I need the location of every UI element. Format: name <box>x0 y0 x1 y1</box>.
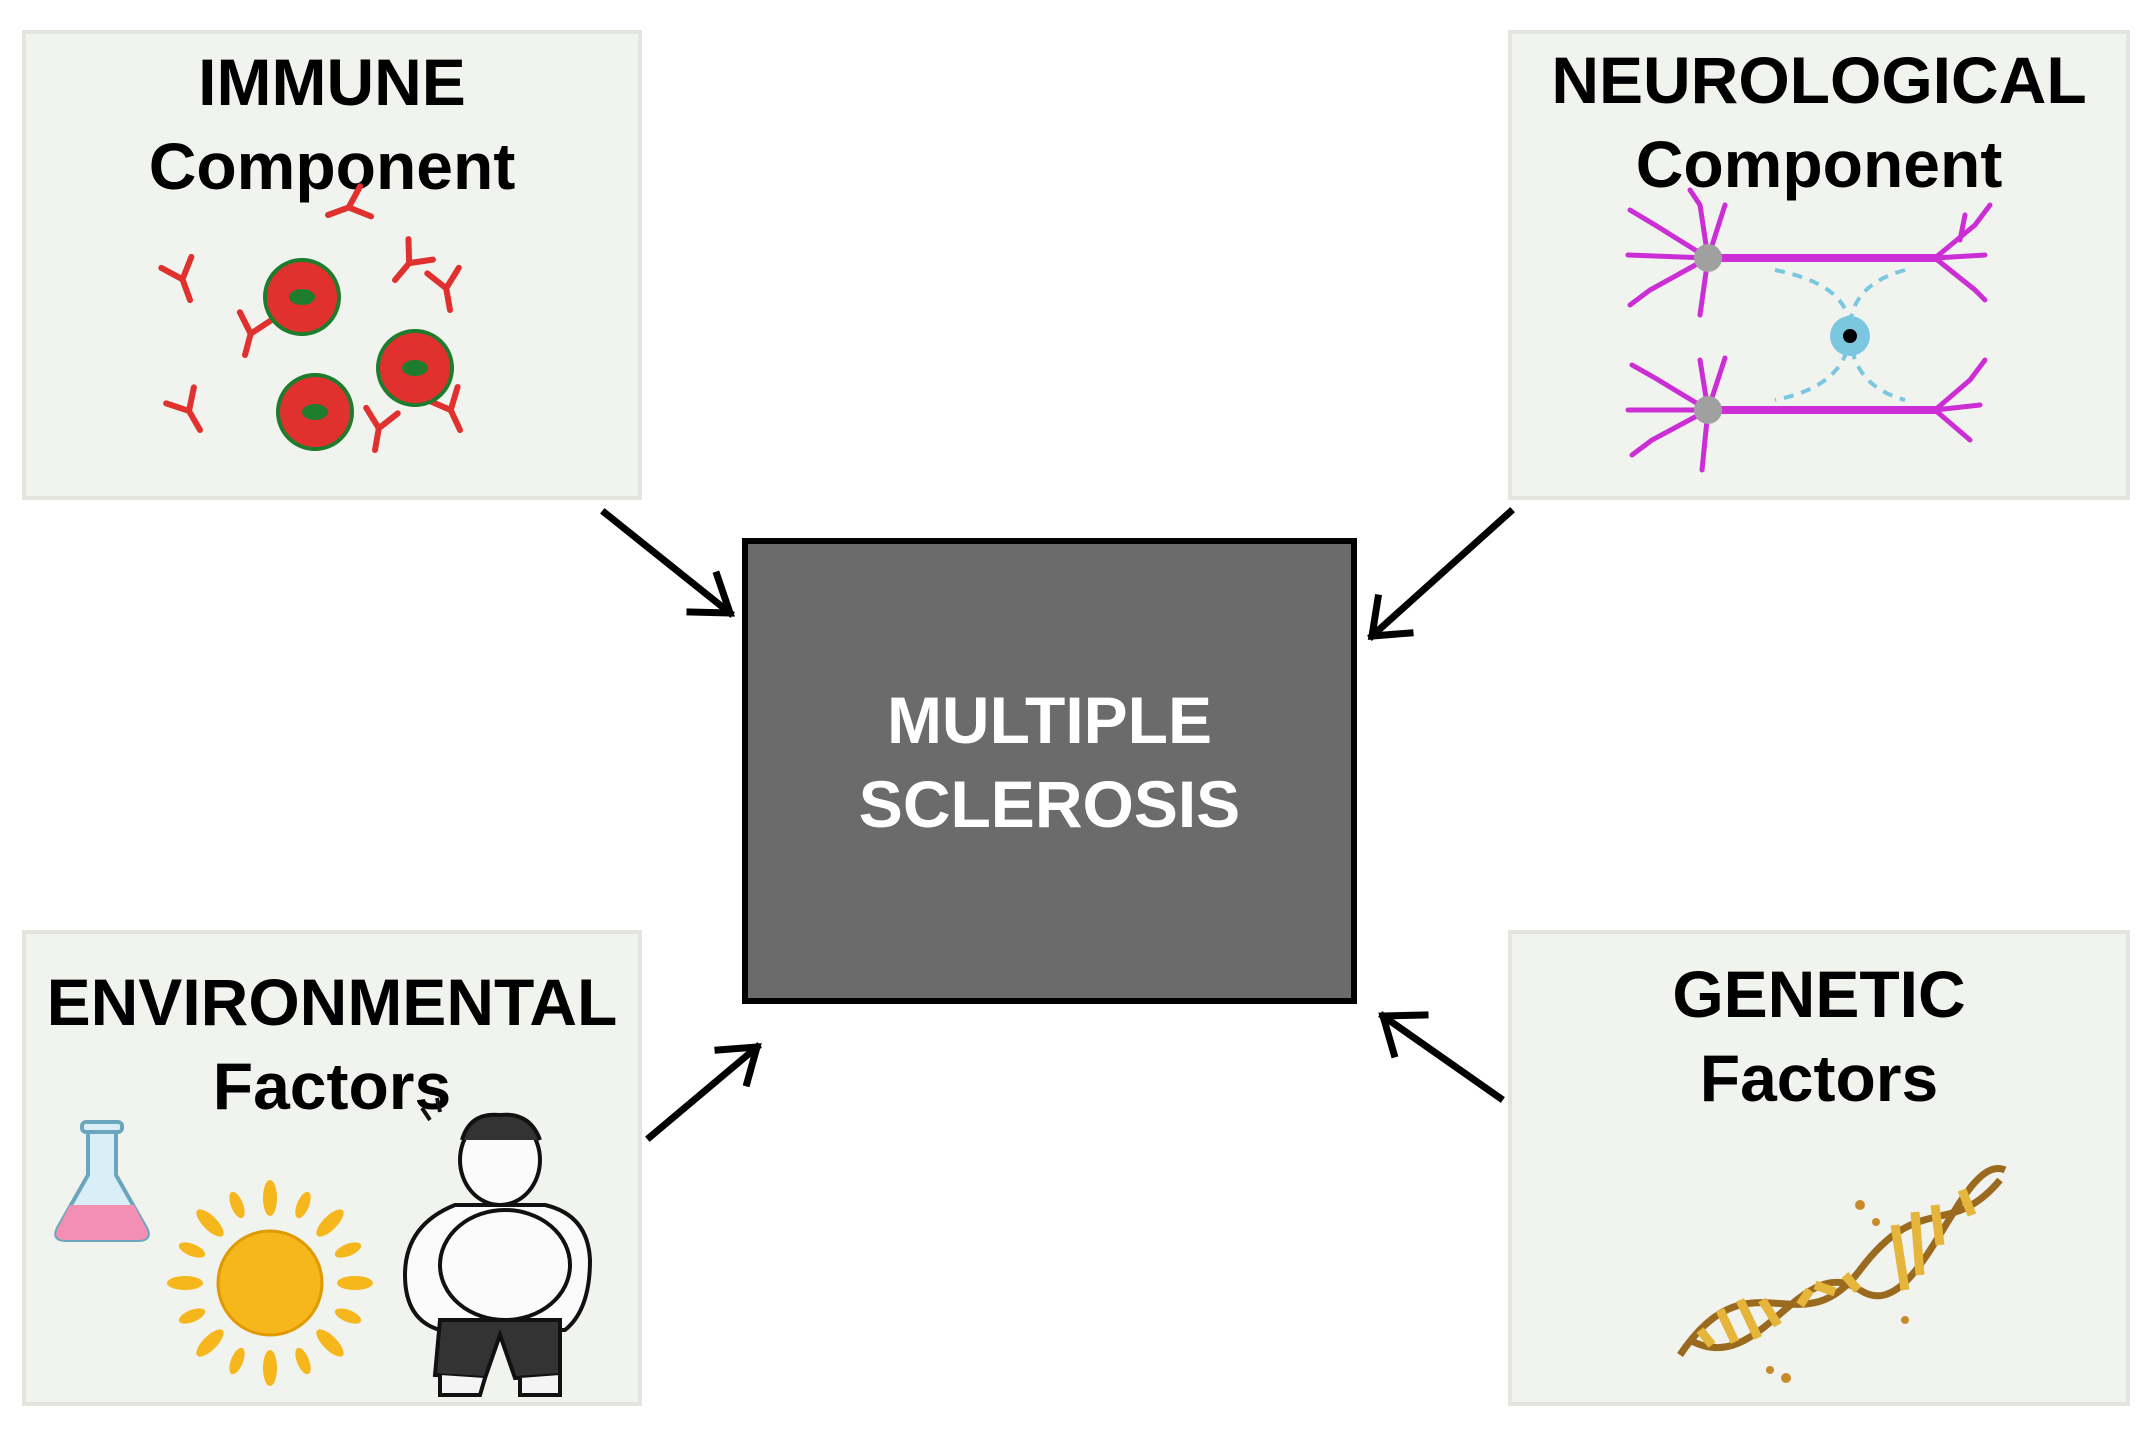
dna-icon <box>1677 1165 2007 1383</box>
flask-icon <box>54 1120 150 1242</box>
arrow-genetic-to-ms <box>1378 1011 1505 1103</box>
environmental-title-line1: ENVIRONMENTAL <box>46 965 618 1039</box>
neurological-panel: NEUROLOGICAL Component <box>1508 30 2130 500</box>
arrow-neurological-to-ms <box>1367 507 1515 641</box>
sun-icon <box>167 1180 373 1386</box>
environmental-title-line2: Factors <box>212 1049 452 1123</box>
immune-title: IMMUNE Component <box>26 40 638 208</box>
genetic-title-line1: GENETIC <box>1672 957 1966 1031</box>
arrow-immune-to-ms <box>600 508 735 618</box>
genetic-title: GENETIC Factors <box>1512 952 2126 1120</box>
genetic-panel: GENETIC Factors <box>1508 930 2130 1406</box>
center-label-line1: MULTIPLE <box>886 683 1213 757</box>
neurological-title-line2: Component <box>1635 127 2003 201</box>
immune-cell-icon <box>263 258 454 451</box>
obese-person-icon <box>402 1097 593 1397</box>
neurological-title-line1: NEUROLOGICAL <box>1551 43 2087 117</box>
oligodendrocyte-icon <box>1774 268 1906 402</box>
genetic-title-line2: Factors <box>1699 1041 1939 1115</box>
immune-title-line2: Component <box>148 129 516 203</box>
environmental-title: ENVIRONMENTAL Factors <box>26 960 638 1128</box>
center-label-line2: SCLEROSIS <box>858 767 1241 841</box>
arrow-environmental-to-ms <box>645 1042 762 1142</box>
center-label: MULTIPLE SCLEROSIS <box>748 678 1351 846</box>
multiple-sclerosis-box: MULTIPLE SCLEROSIS <box>742 538 1357 1004</box>
immune-title-line1: IMMUNE <box>198 45 466 119</box>
neuron-icon <box>1625 187 1993 473</box>
neurological-title: NEUROLOGICAL Component <box>1512 38 2126 206</box>
